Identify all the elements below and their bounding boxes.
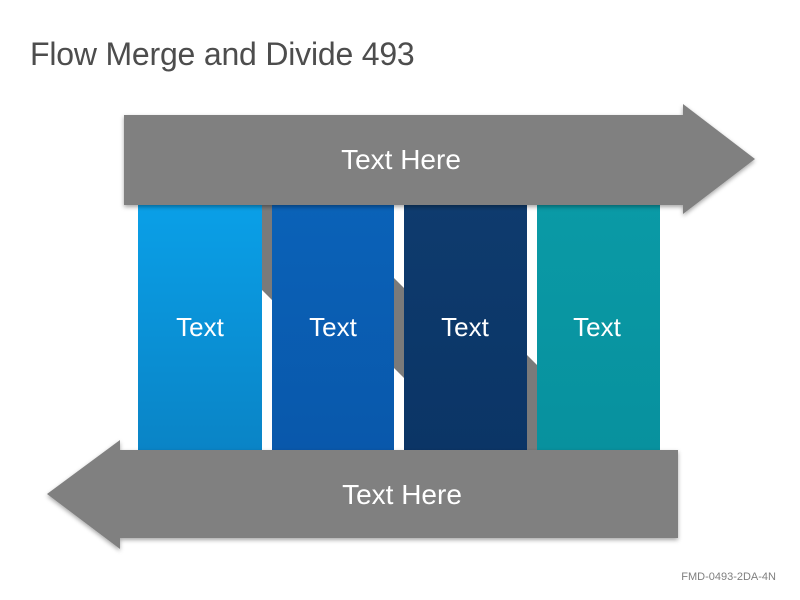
connector-band-3 <box>527 355 537 450</box>
connector-band-2 <box>394 278 404 378</box>
column-2: Text <box>272 200 394 450</box>
column-4-label: Text <box>573 312 621 342</box>
top-arrow-label: Text Here <box>341 144 461 175</box>
column-4: Text <box>537 200 660 450</box>
footer-code: FMD-0493-2DA-4N <box>681 571 776 583</box>
column-3-label: Text <box>441 312 489 342</box>
column-1: Text <box>138 200 262 450</box>
top-arrow: Text Here <box>124 104 755 214</box>
bottom-arrow: Text Here <box>47 440 678 549</box>
connector-band-1 <box>262 205 272 300</box>
bottom-arrow-label: Text Here <box>342 479 462 510</box>
column-1-label: Text <box>176 312 224 342</box>
column-2-label: Text <box>309 312 357 342</box>
page-title: Flow Merge and Divide 493 <box>30 36 415 72</box>
column-3: Text <box>404 200 527 450</box>
